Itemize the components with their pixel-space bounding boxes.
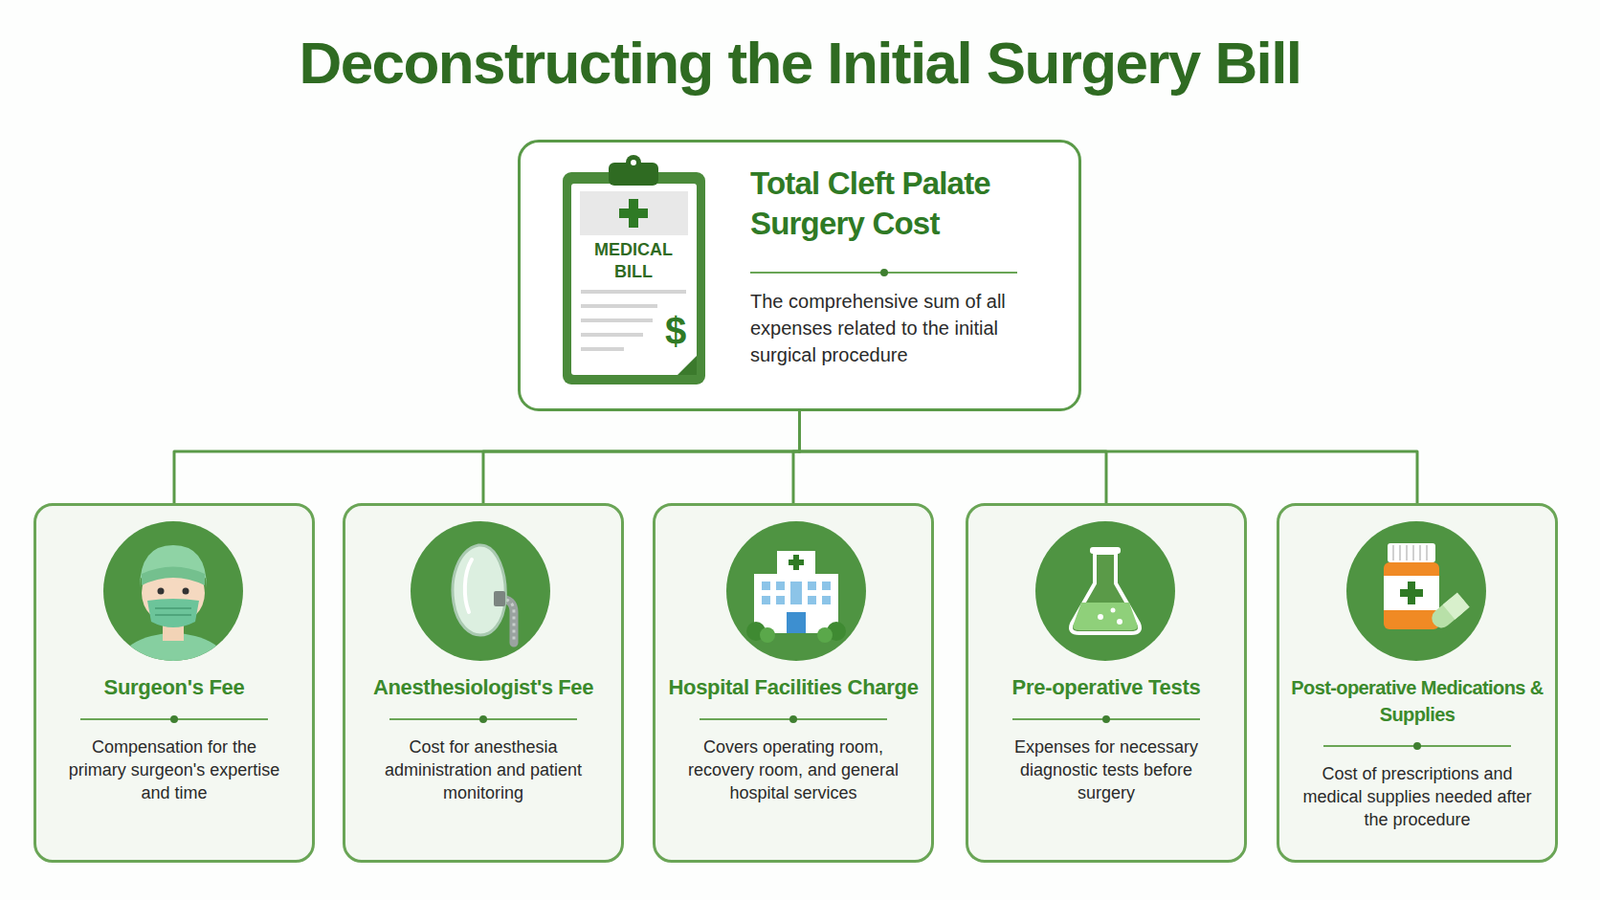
- divider: [389, 718, 578, 721]
- currency-symbol: $: [654, 310, 697, 353]
- summary-box: Total Cleft Palate Surgery CostThe compr…: [517, 139, 1082, 412]
- divider: [1323, 745, 1512, 748]
- node-heading: Post-operative Medications & Supplies: [1280, 674, 1555, 729]
- node-body: Cost of prescriptions and medical suppli…: [1301, 762, 1534, 832]
- node-heading: Anesthesiologist's Fee: [346, 674, 621, 702]
- title: Deconstructing the Initial Surgery Bill: [0, 26, 1600, 100]
- surgeon-icon: [103, 521, 244, 707]
- medication-icon: [1346, 521, 1487, 662]
- divider-dot: [789, 715, 798, 724]
- node-body: Compensation for the primary surgeon's e…: [63, 735, 286, 805]
- divider: [80, 718, 268, 721]
- cost-box: Pre-operative TestsExpenses for necessar…: [965, 503, 1247, 864]
- node-body: Cost for anesthesia administration and p…: [372, 735, 595, 805]
- icon-text: MEDICAL BILL: [576, 239, 691, 284]
- cost-box: Anesthesiologist's FeeCost for anesthesi…: [342, 503, 624, 864]
- node-heading: Total Cleft Palate Surgery Cost: [750, 163, 1067, 245]
- node-body: The comprehensive sum of all expenses re…: [750, 288, 1057, 369]
- node-heading: Pre-operative Tests: [969, 674, 1244, 702]
- cost-box: Post-operative Medications & SuppliesCos…: [1276, 503, 1558, 864]
- clipboard-icon: [562, 155, 706, 385]
- flask-icon: [1035, 521, 1176, 662]
- cost-box: Surgeon's FeeCompensation for the primar…: [33, 503, 315, 864]
- anesthesia-mask-icon: [410, 521, 551, 662]
- node-body: Expenses for necessary diagnostic tests …: [995, 735, 1218, 805]
- divider-dot: [170, 715, 178, 724]
- connector-line: [174, 410, 800, 505]
- divider-dot: [880, 268, 889, 277]
- node-heading: Surgeon's Fee: [37, 674, 312, 702]
- connector-line: [483, 410, 800, 505]
- hospital-icon: [726, 521, 867, 662]
- divider: [1012, 718, 1200, 721]
- node-body: Covers operating room, recovery room, an…: [667, 735, 919, 805]
- divider: [750, 271, 1018, 274]
- divider-dot: [479, 715, 488, 724]
- divider-dot: [1102, 715, 1111, 724]
- cost-box: Hospital Facilities ChargeCovers operati…: [652, 503, 934, 864]
- divider: [699, 718, 888, 721]
- divider-dot: [1413, 742, 1422, 751]
- connector-line: [800, 410, 1108, 505]
- node-heading: Hospital Facilities Charge: [656, 674, 931, 702]
- connector-line: [800, 410, 1419, 505]
